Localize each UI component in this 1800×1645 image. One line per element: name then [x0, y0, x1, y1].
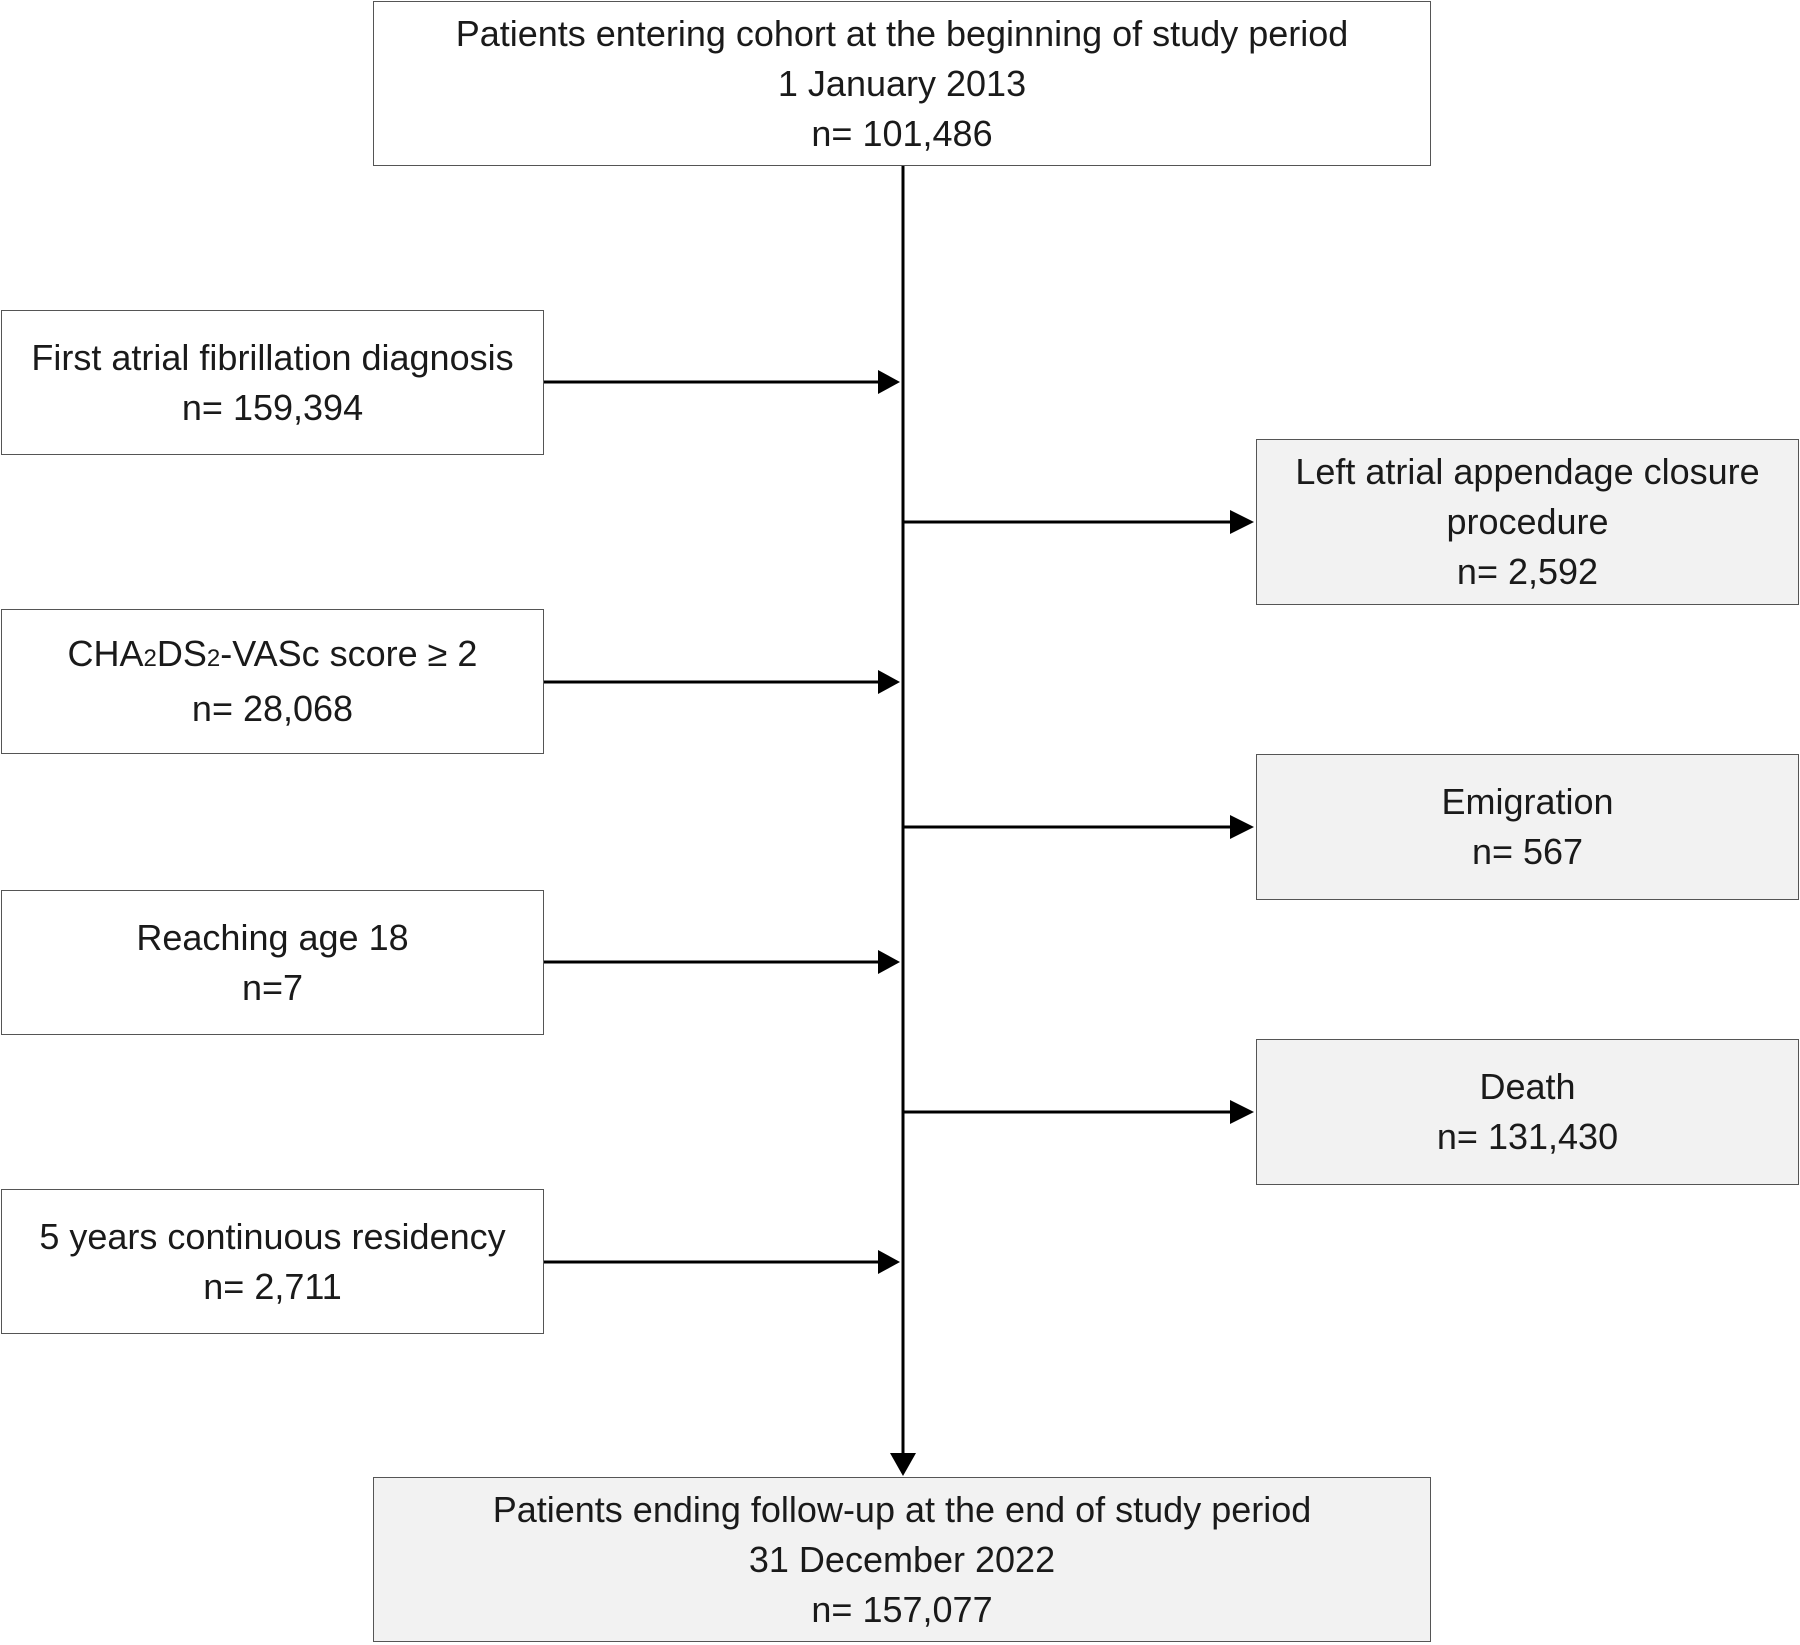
entry-arrowhead-residency	[878, 1250, 900, 1274]
exit-arrowhead-emigration	[1230, 815, 1254, 839]
end-title: Patients ending follow-up at the end of …	[492, 1488, 1312, 1530]
exit-count: n= 567	[1471, 831, 1584, 872]
end-count: n= 157,077	[811, 1588, 993, 1630]
entry-box-af-diagnosis: First atrial fibrillation diagnosis n= 1…	[1, 310, 544, 455]
exit-label: Left atrial appendage closure	[1295, 451, 1760, 492]
entry-count: n= 2,711	[203, 1265, 342, 1307]
entry-label: First atrial fibrillation diagnosis	[31, 336, 514, 378]
exit-box-death: Death n= 131,430	[1256, 1039, 1799, 1185]
entry-box-reaching-age: Reaching age 18 n=7	[1, 890, 544, 1035]
entry-box-residency: 5 years continuous residency n= 2,711	[1, 1189, 544, 1334]
entry-arrowhead-cha	[878, 670, 900, 694]
start-count: n= 101,486	[811, 112, 993, 154]
exit-box-laac: Left atrial appendage closure procedure …	[1256, 439, 1799, 605]
entry-arrowhead-age	[878, 950, 900, 974]
exit-count: n= 2,592	[1456, 551, 1599, 592]
exit-label-cont: procedure	[1446, 501, 1609, 542]
entry-arrowhead-af	[878, 370, 900, 394]
entry-label: 5 years continuous residency	[39, 1215, 506, 1257]
exit-label: Emigration	[1441, 781, 1614, 822]
exit-label: Death	[1479, 1066, 1576, 1107]
entry-label: CHA2DS2-VASc score ≥ 2	[67, 633, 478, 674]
end-cohort-box: Patients ending follow-up at the end of …	[373, 1477, 1431, 1642]
exit-box-emigration: Emigration n= 567	[1256, 754, 1799, 900]
main-timeline-arrowhead	[890, 1453, 916, 1476]
entry-count: n= 28,068	[191, 688, 354, 729]
entry-count: n= 159,394	[181, 386, 364, 428]
start-title: Patients entering cohort at the beginnin…	[455, 12, 1349, 54]
exit-arrowhead-laac	[1230, 510, 1254, 534]
entry-count: n=7	[241, 966, 304, 1008]
start-date: 1 January 2013	[777, 62, 1027, 104]
start-cohort-box: Patients entering cohort at the beginnin…	[373, 1, 1431, 166]
entry-box-cha2ds2-vasc: CHA2DS2-VASc score ≥ 2 n= 28,068	[1, 609, 544, 754]
exit-count: n= 131,430	[1436, 1116, 1619, 1157]
end-date: 31 December 2022	[748, 1538, 1056, 1580]
exit-arrowhead-death	[1230, 1100, 1254, 1124]
entry-label: Reaching age 18	[136, 916, 409, 958]
